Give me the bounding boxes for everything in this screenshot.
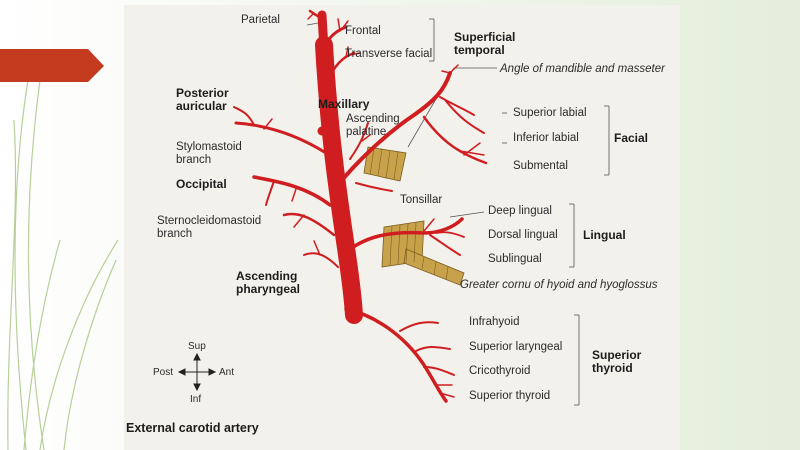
- label-superficial-temporal-line1: Superficial: [454, 30, 516, 44]
- label-stylomastoid-line2: branch: [176, 154, 212, 166]
- label-sternocleidomastoid-line2: branch: [157, 228, 193, 240]
- diagram-panel: Parietal Frontal Transverse facial Super…: [124, 5, 680, 450]
- label-cricothyroid: Cricothyroid: [469, 365, 531, 377]
- label-occipital: Occipital: [176, 177, 227, 191]
- artery-drawing: [177, 9, 610, 406]
- diagram-title: External carotid artery: [126, 421, 259, 435]
- compass-sup: Sup: [188, 341, 206, 352]
- label-inferior-labial: Inferior labial: [513, 132, 579, 144]
- label-parietal: Parietal: [241, 14, 280, 26]
- label-ascending-palatine-line2: palatine: [346, 126, 387, 138]
- label-frontal: Frontal: [345, 25, 381, 37]
- label-superficial-temporal-line2: temporal: [454, 43, 505, 57]
- compass-inf: Inf: [190, 394, 202, 405]
- label-angle-of-mandible: Angle of mandible and masseter: [500, 63, 665, 75]
- decorative-curves: [7, 79, 119, 450]
- label-ascending-palatine-line1: Ascending: [346, 113, 400, 125]
- label-submental: Submental: [513, 160, 568, 172]
- label-greater-cornu: Greater cornu of hyoid and hyoglossus: [460, 279, 658, 291]
- hyoid-bone: [381, 220, 465, 286]
- label-sublingual: Sublingual: [488, 253, 542, 265]
- label-ascending-pharyngeal-line2: pharyngeal: [236, 282, 301, 296]
- label-deep-lingual: Deep lingual: [488, 205, 552, 217]
- label-facial: Facial: [614, 131, 649, 145]
- leader-lines: [306, 18, 610, 406]
- label-infrahyoid: Infrahyoid: [469, 316, 520, 328]
- label-sternocleidomastoid-line1: Sternocleidomastoid: [157, 215, 262, 227]
- label-posterior-auricular-line2: auricular: [176, 99, 227, 113]
- label-tonsillar: Tonsillar: [400, 194, 443, 206]
- label-lingual: Lingual: [583, 228, 626, 242]
- label-stylomastoid-line1: Stylomastoid: [176, 141, 242, 153]
- compass-post: Post: [153, 367, 174, 378]
- label-posterior-auricular-line1: Posterior: [176, 86, 229, 100]
- label-transverse-facial: Transverse facial: [345, 48, 433, 60]
- orientation-compass: [177, 352, 217, 392]
- accent-arrow: [0, 49, 104, 82]
- label-ascending-pharyngeal-line1: Ascending: [236, 269, 298, 283]
- mandible-bone: [363, 146, 407, 182]
- label-superior-laryngeal: Superior laryngeal: [469, 341, 563, 353]
- label-superior-thyroid-branch: Superior thyroid: [469, 390, 551, 402]
- label-dorsal-lingual: Dorsal lingual: [488, 229, 558, 241]
- label-maxillary: Maxillary: [318, 97, 370, 111]
- label-superior-thyroid-line1: Superior: [592, 348, 642, 362]
- label-superior-thyroid-line2: thyroid: [592, 361, 633, 375]
- compass-ant: Ant: [219, 367, 235, 378]
- label-superior-labial: Superior labial: [513, 107, 587, 119]
- artery-tree: [233, 9, 488, 403]
